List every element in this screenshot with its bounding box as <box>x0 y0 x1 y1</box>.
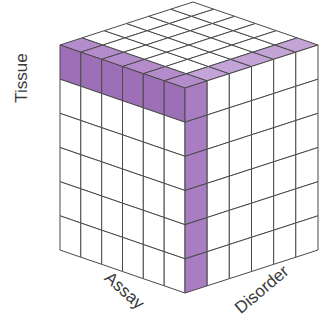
cube-left-cell <box>143 245 164 286</box>
cube-right-cell <box>274 223 296 264</box>
cube-right-cell <box>207 245 229 286</box>
cube-left-cell <box>60 216 81 257</box>
axis-label: Tissue <box>12 53 32 102</box>
cube-left-cell <box>123 237 144 278</box>
cube-right-cell <box>229 237 251 278</box>
cube-right-cell <box>296 216 318 257</box>
cube-left-cell <box>102 230 123 271</box>
cube-right-cell <box>185 252 207 293</box>
cube-left-cell <box>81 223 102 264</box>
cube-left-cell <box>164 252 185 293</box>
cube-right-cell <box>252 230 274 271</box>
